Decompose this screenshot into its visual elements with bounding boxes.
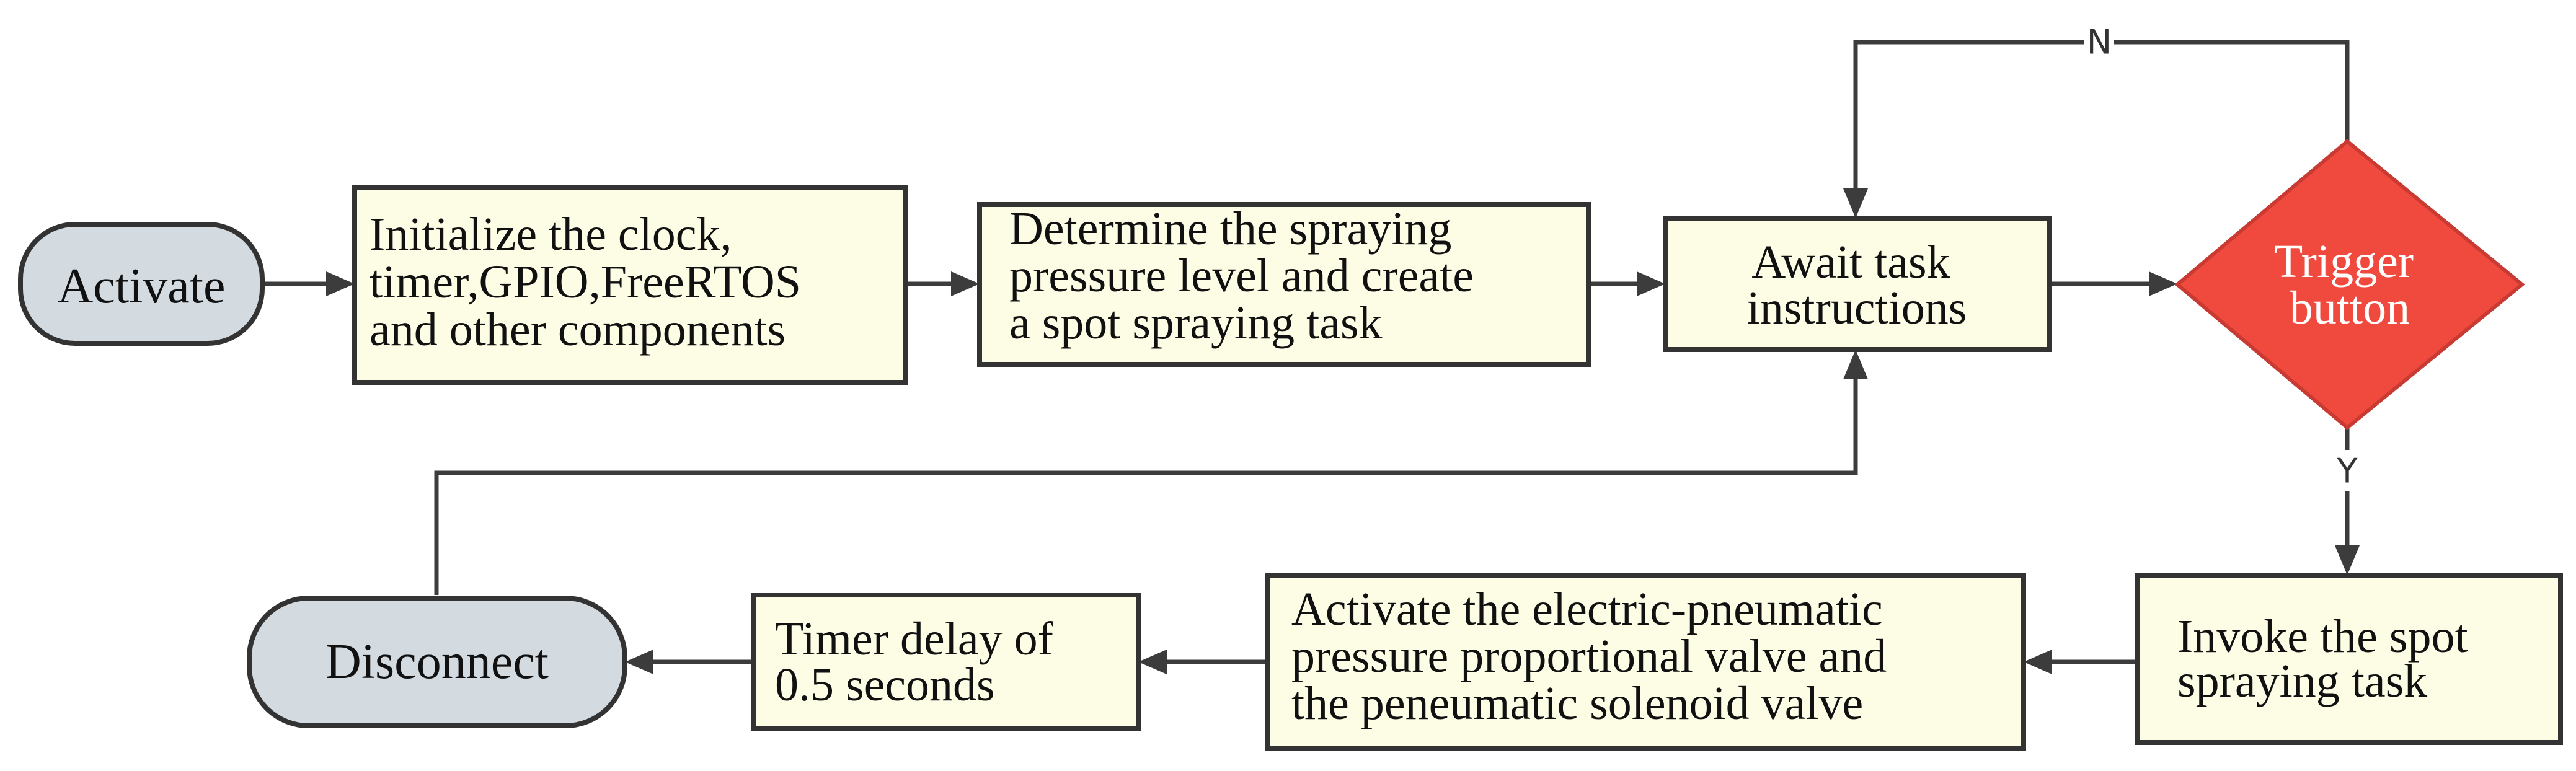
node-timer-delay-label: Timer delay of 0.5 seconds — [775, 613, 1065, 711]
node-await: Await task instructions — [1663, 216, 2052, 352]
arrowhead — [1843, 188, 1868, 218]
node-activate-valves: Activate the electric-pneumatic pressure… — [1265, 573, 2026, 751]
decision-shape — [2174, 139, 2525, 430]
node-trigger-label: Trigger button — [2274, 236, 2425, 334]
node-timer-delay: Timer delay of 0.5 seconds — [751, 593, 1141, 731]
node-activate: Activate — [18, 222, 265, 346]
edge-trigger-no-loop — [1853, 40, 2350, 191]
edge-label-no-bg — [2084, 24, 2114, 61]
edge-label-no: N — [2087, 23, 2112, 62]
arrowhead — [1138, 650, 1167, 674]
node-disconnect-label: Disconnect — [325, 635, 549, 689]
edge-label-yes-bg — [2331, 450, 2363, 491]
node-disconnect: Disconnect — [247, 596, 627, 728]
arrowhead — [1637, 271, 1665, 296]
edge-disconnect-await — [434, 377, 1858, 595]
edge-label-yes: Y — [2337, 452, 2358, 491]
process-box — [1663, 216, 2052, 352]
arrowhead — [326, 271, 355, 296]
connectors — [262, 24, 2363, 674]
process-box — [2135, 573, 2563, 745]
node-activate-label: Activate — [58, 259, 226, 314]
node-await-label: Await task instructions — [1747, 236, 1967, 334]
arrowhead — [951, 271, 980, 296]
node-determine-label: Determine the spraying pressure level an… — [1009, 203, 1485, 349]
arrowhead — [1843, 350, 1868, 379]
arrowhead — [2024, 650, 2052, 674]
arrowhead — [2149, 271, 2177, 296]
node-trigger: Trigger button — [2174, 139, 2525, 430]
node-initialize: Initialize the clock, timer,GPIO,FreeRTO… — [352, 185, 908, 385]
process-box — [352, 185, 908, 385]
process-box — [1265, 573, 2026, 751]
node-invoke-label: Invoke the spot spraying task — [2177, 610, 2480, 707]
node-initialize-label: Initialize the clock, timer,GPIO,FreeRTO… — [370, 208, 813, 356]
node-activate-valves-label: Activate the electric-pneumatic pressure… — [1291, 583, 1898, 729]
node-invoke: Invoke the spot spraying task — [2135, 573, 2563, 745]
arrowhead — [2335, 545, 2360, 575]
process-box — [751, 593, 1141, 731]
terminal-shape — [247, 596, 627, 728]
arrowhead — [625, 650, 653, 674]
terminal-shape — [18, 222, 265, 346]
process-box — [977, 202, 1591, 367]
node-determine: Determine the spraying pressure level an… — [977, 202, 1591, 367]
